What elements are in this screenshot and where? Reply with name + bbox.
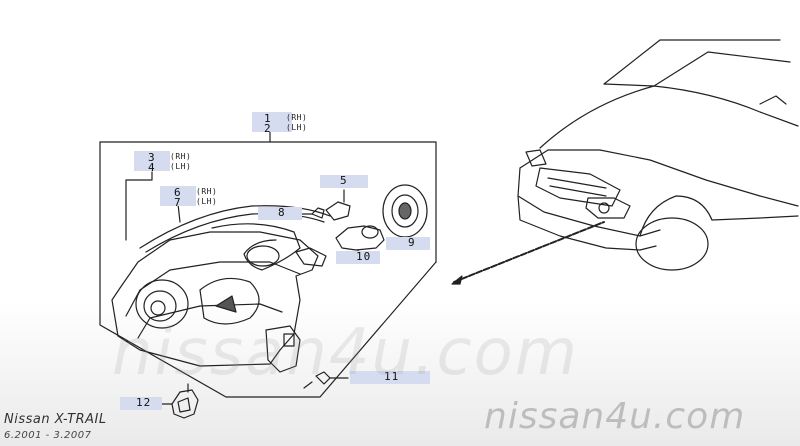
rim-strip [139, 205, 331, 249]
headlamp-inner [125, 261, 301, 317]
pointer-line [453, 221, 605, 283]
callout-3-4-bg [134, 151, 170, 171]
assembly-bracket-top [99, 141, 437, 263]
vehicle-wheel-arch [639, 195, 713, 237]
callout-11-number: 11 [384, 370, 400, 383]
headlamp-housing [111, 231, 319, 367]
callout-1-side: (RH) [286, 113, 308, 122]
vehicle-grille-bars [547, 177, 607, 197]
vehicle-front-face [517, 167, 661, 237]
part-9-cap-inner [391, 194, 419, 228]
housing-cap [246, 245, 280, 267]
callout-2-number: 2 [264, 122, 271, 135]
part-5-bulb [325, 201, 351, 221]
callout-11: 11 [350, 370, 430, 384]
callout-4-side: (LH) [170, 162, 192, 171]
callout-3-number: 3 [148, 151, 155, 164]
vehicle-windshield [653, 51, 791, 87]
vehicle-roof [603, 39, 781, 85]
callout-5: 5 [320, 174, 368, 188]
leader-6-7 [177, 203, 181, 223]
vehicle-fender [519, 149, 799, 207]
part-9-cap-core [398, 202, 412, 220]
callout-8: 8 [258, 206, 302, 220]
callout-6-7-bg [160, 186, 196, 206]
projector-lens-core [150, 300, 166, 316]
model-name: Nissan X-TRAIL [4, 412, 107, 427]
vehicle-headlamp-lens [598, 202, 610, 214]
callout-8-number: 8 [278, 206, 286, 219]
pointer-arrowhead [451, 275, 463, 285]
leader-3-4 [125, 171, 153, 241]
callout-6-number: 6 [174, 186, 181, 199]
callout-1-2-bg [252, 112, 292, 132]
part-10-bulb [335, 225, 385, 251]
callout-10: 10 [336, 250, 380, 264]
callout-1-number: 1 [264, 112, 271, 125]
callout-12-number: 12 [136, 396, 152, 409]
callout-2-side: (LH) [286, 123, 308, 132]
callout-9: 9 [386, 236, 430, 250]
watermark-brand: nissan4u.com [484, 396, 746, 437]
vehicle-grille [535, 167, 621, 207]
part-11-screw-shaft [303, 381, 313, 389]
callout-3-side: (RH) [170, 152, 192, 161]
reflector-bulb [215, 295, 237, 313]
model-date-range: 6.2001 - 3.2007 [4, 430, 92, 441]
mount-bracket [265, 325, 301, 373]
callout-12: 12 [120, 396, 162, 410]
part-8-socket [311, 207, 325, 219]
reflector-bowl [199, 277, 260, 325]
vehicle-door-line [711, 215, 799, 221]
callout-6-side: (RH) [196, 187, 218, 196]
part-12-bracket [171, 389, 199, 419]
adjuster-arm [295, 247, 327, 267]
housing-back [211, 223, 301, 271]
vehicle-bumper [517, 195, 657, 251]
rim-strip-inner [145, 213, 325, 253]
vehicle-left-lamp [525, 149, 547, 167]
bracket-bottom-path [99, 261, 437, 398]
projector-lens-inner [143, 290, 177, 322]
callout-5-number: 5 [340, 174, 348, 187]
part-12-detail [177, 397, 191, 413]
projector-lens-outer [135, 279, 189, 329]
vehicle-mirror [759, 95, 787, 105]
mount-tab [283, 333, 295, 347]
vehicle-a-pillar [603, 83, 655, 87]
callout-10-number: 10 [356, 250, 372, 263]
part-10-bulb-glass [361, 225, 379, 239]
callout-9-number: 9 [408, 236, 416, 249]
callout-4-number: 4 [148, 161, 155, 174]
callout-7-side: (LH) [196, 197, 218, 206]
vehicle-headlamp [585, 197, 631, 219]
vehicle-tire [635, 217, 709, 271]
headlamp-lens-edge [137, 303, 283, 339]
vehicle-hood [539, 85, 799, 149]
callout-7-number: 7 [174, 196, 181, 209]
watermark-main: nissan4u.com [112, 316, 580, 390]
